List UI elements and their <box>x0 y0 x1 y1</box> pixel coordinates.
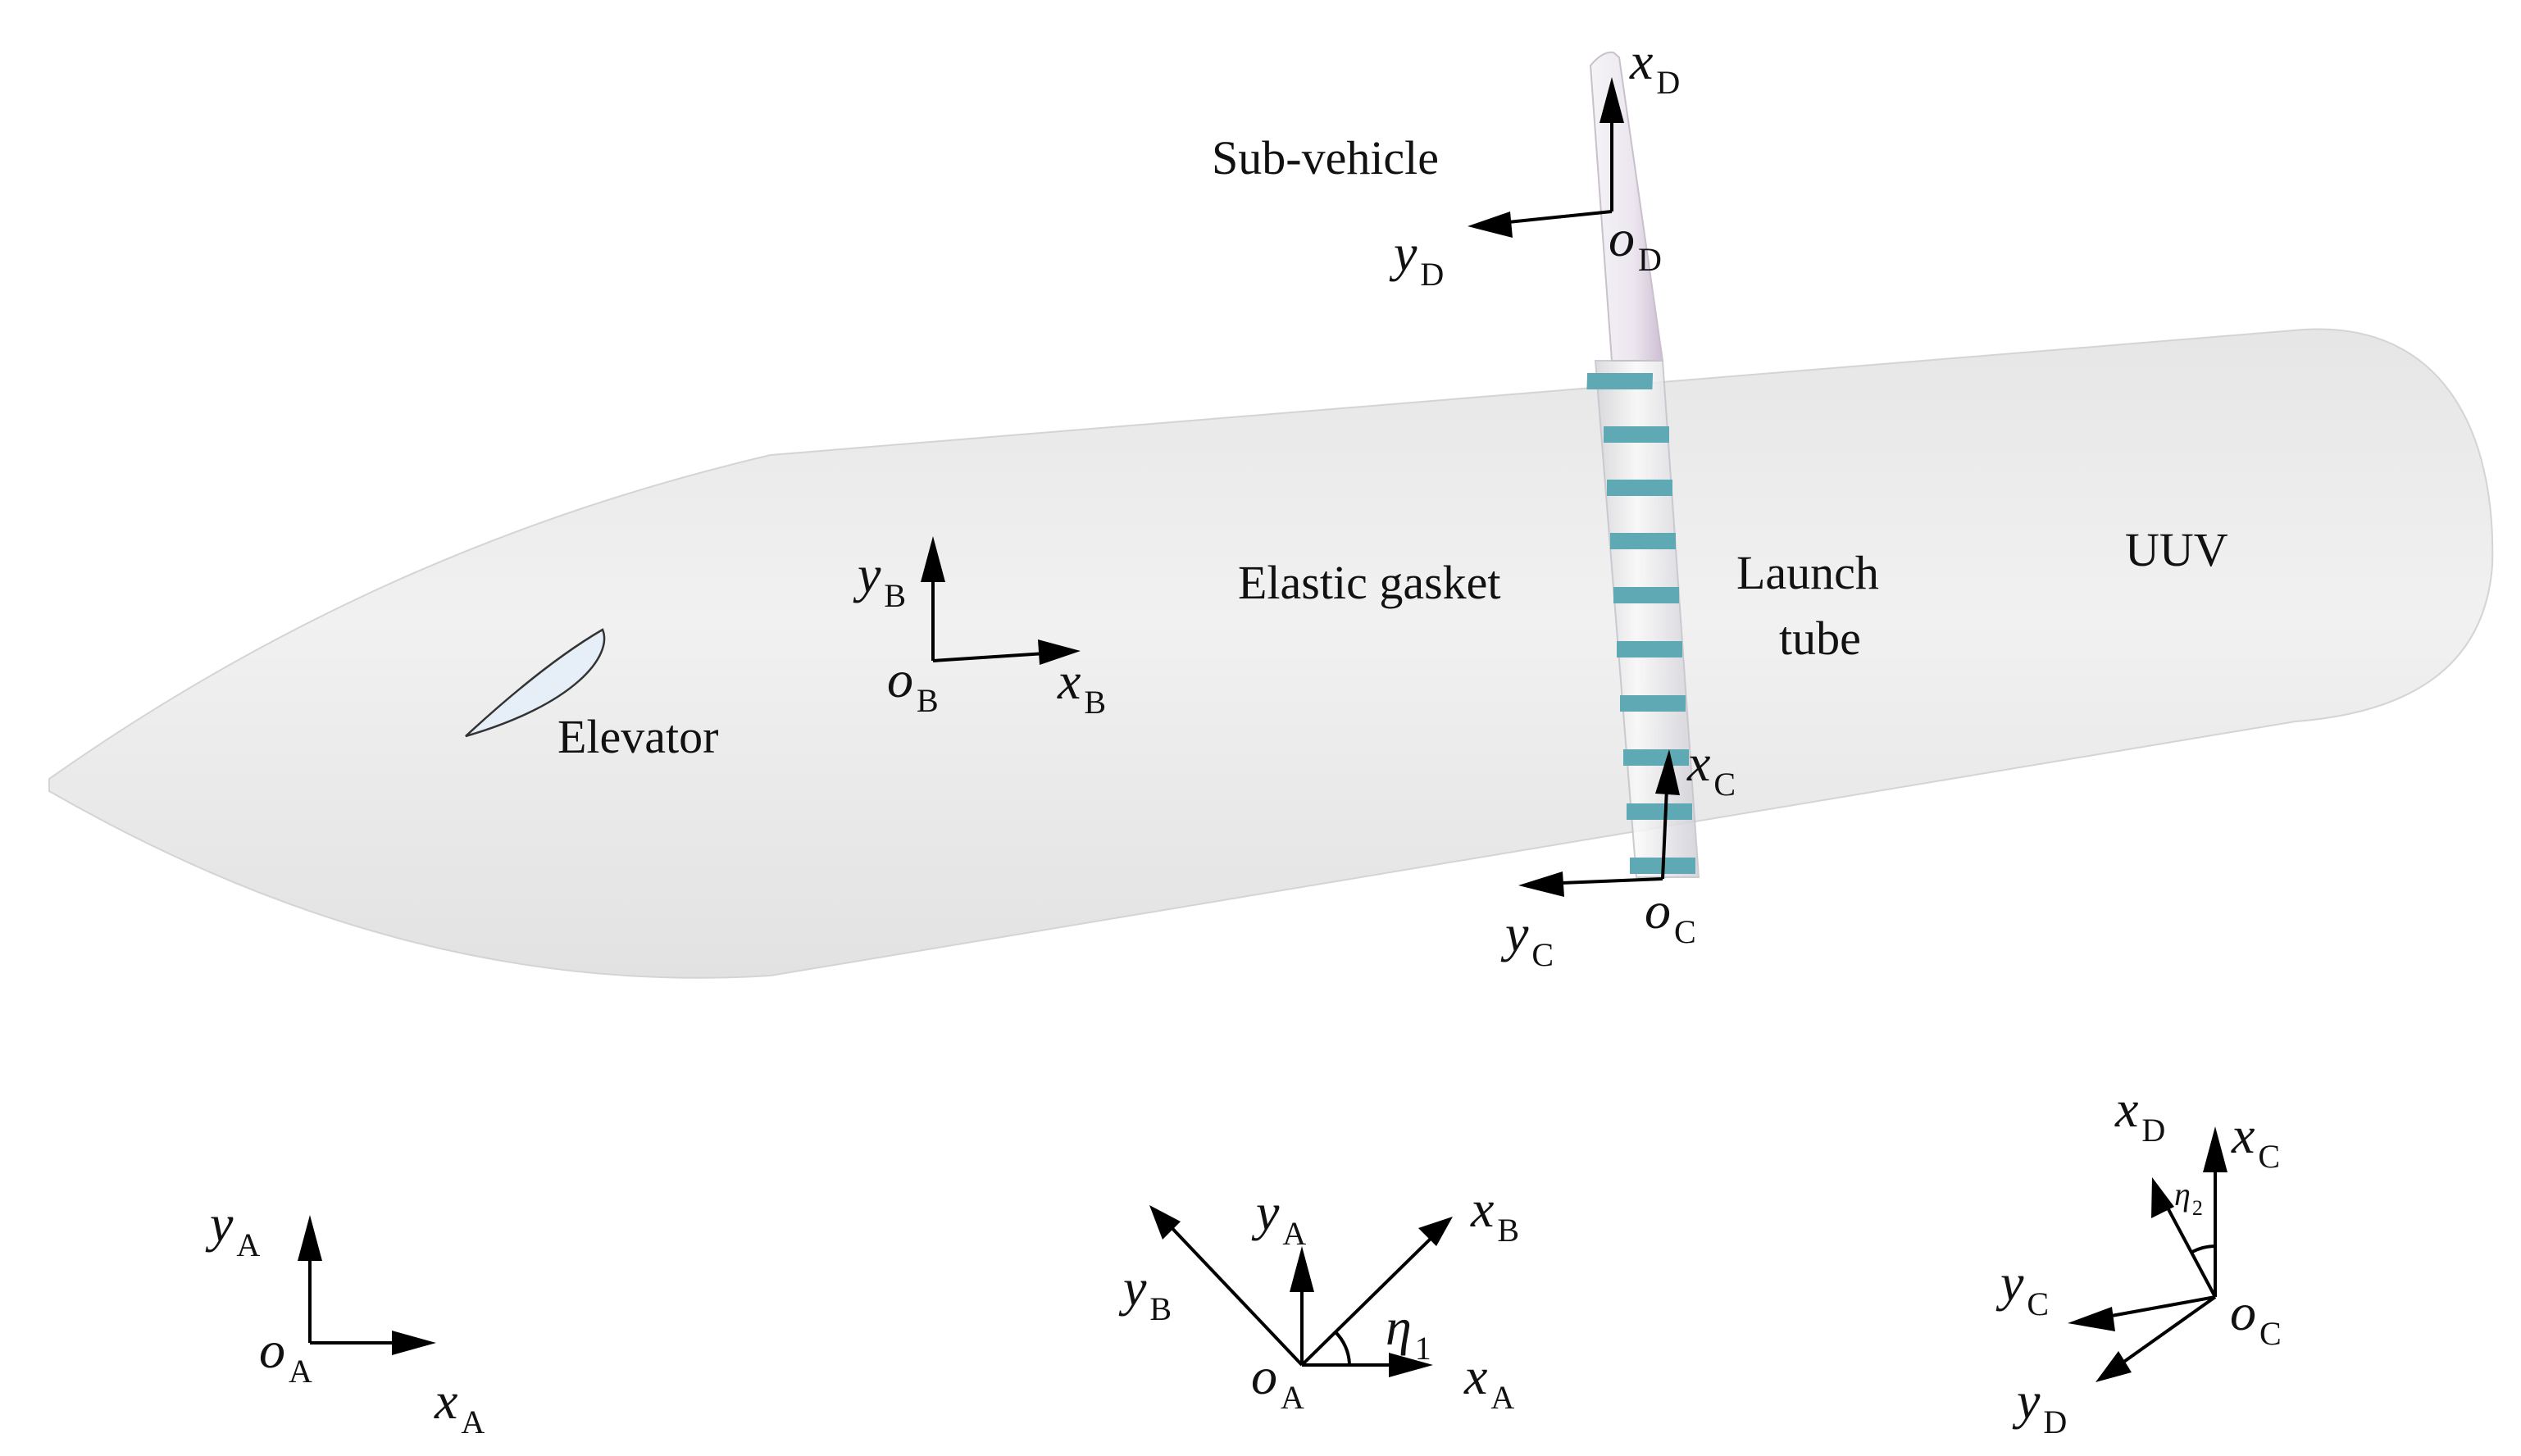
angle-arc-eta1 <box>1333 1330 1351 1366</box>
arrowhead-y-c <box>1518 871 1564 897</box>
gasket-ring <box>1610 533 1676 549</box>
arrowhead-x-d <box>1600 77 1624 123</box>
sub-vehicle-label: Sub-vehicle <box>1212 131 1439 184</box>
arrowhead-x-c-rot <box>2203 1126 2227 1172</box>
axis-x-d-rot <box>2161 1198 2217 1298</box>
gasket-ring <box>1604 426 1669 443</box>
elevator-label: Elevator <box>557 710 718 763</box>
label-eta2: η2 <box>2174 1176 2203 1220</box>
arrowhead-y-a <box>298 1215 322 1261</box>
arrowhead-x-b <box>1038 639 1081 665</box>
elevator-fin <box>465 628 606 738</box>
axis-y-d <box>1499 210 1613 225</box>
arrowhead-y-d-rot <box>2096 1351 2132 1382</box>
arrowhead-x-d-rot <box>2151 1177 2174 1218</box>
tube-label: tube <box>1779 612 1861 665</box>
gasket-ring <box>1627 803 1692 820</box>
angle-arc-eta2 <box>2191 1244 2216 1254</box>
arrowhead-y-b-rot <box>1149 1205 1181 1240</box>
launch-label: Launch <box>1736 546 1879 599</box>
gasket-ring <box>1620 695 1686 712</box>
gasket-ring <box>1586 373 1654 389</box>
arrowhead-y-d <box>1468 212 1513 238</box>
axis-y-d-rot <box>2112 1295 2217 1371</box>
gasket-ring <box>1617 641 1682 657</box>
axis-x-b-rot <box>1300 1231 1438 1367</box>
axis-x-b <box>932 651 1058 662</box>
arrowhead-x-c <box>1655 749 1680 795</box>
sub-vehicle-body <box>1589 51 1664 362</box>
axis-y-b-rot <box>1164 1220 1304 1367</box>
elastic-gasket-rings <box>1586 373 1695 874</box>
gasket-ring <box>1607 480 1672 496</box>
uuv-hull <box>48 328 2494 979</box>
arrowhead-y-b <box>921 536 945 582</box>
gasket-ring <box>1613 587 1679 603</box>
arrowhead-x-b-rot <box>1418 1217 1453 1246</box>
arrowhead-y-c-rot <box>2068 1307 2115 1331</box>
arrowhead-x-a-rot <box>1389 1353 1433 1377</box>
gasket-ring <box>1623 749 1689 766</box>
uuv-label: UUV <box>2125 523 2228 576</box>
arrowhead-x-a <box>392 1331 436 1355</box>
elastic-gasket-label: Elastic gasket <box>1238 556 1501 609</box>
arrowhead-y-a-rot <box>1290 1246 1314 1292</box>
